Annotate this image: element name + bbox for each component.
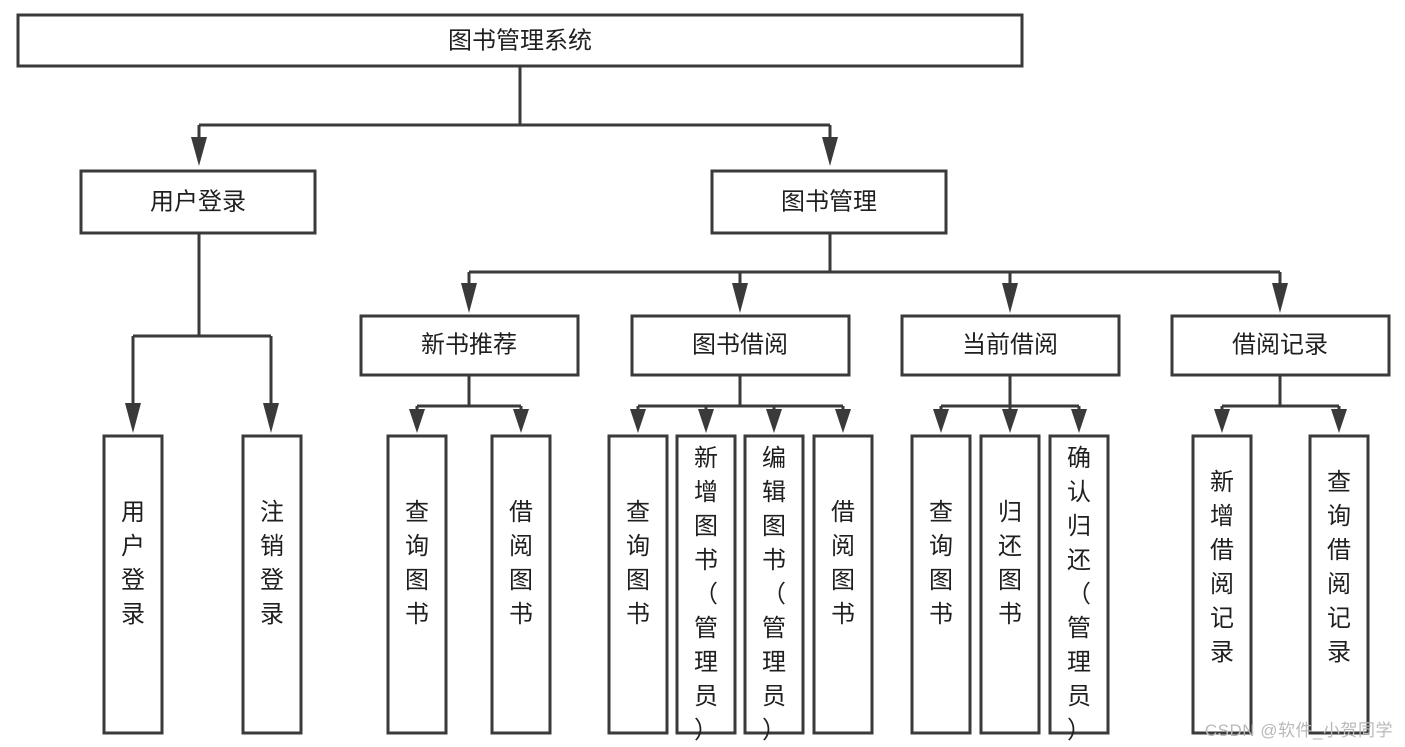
- node-new-book-recommend[interactable]: 新书推荐: [359, 314, 580, 377]
- leaf-box-borrow-record-query: [1308, 434, 1370, 735]
- leaf-label-borrow-record-query: 查询借阅记录: [1327, 469, 1351, 666]
- leaf-box-book-borrow-add: [675, 434, 737, 735]
- node-book-management-label: 图书管理: [781, 188, 877, 215]
- arrow-current-borrow-leaf-2: [1002, 409, 1018, 433]
- leaf-box-book-borrow-lend: [812, 434, 874, 735]
- leaf-node-current-borrow-return[interactable]: 归还图书: [979, 434, 1041, 735]
- node-user-login-box: [79, 169, 317, 235]
- leaf-node-new-book-query[interactable]: 查询图书: [386, 434, 448, 735]
- leaf-label-user-login-signin: 用户登录: [121, 499, 145, 628]
- arrow-book-borrow-leaf-2: [698, 409, 714, 433]
- arrow-book-borrow-leaf-1: [630, 409, 646, 433]
- arrow-to-current-borrow: [1002, 283, 1018, 313]
- leaf-label-new-book-borrow: 借阅图书: [509, 499, 533, 628]
- arrow-root-to-book-mgmt: [822, 137, 838, 166]
- node-new-book-recommend-box: [359, 314, 580, 377]
- node-borrow-record[interactable]: 借阅记录: [1170, 314, 1391, 377]
- leaf-box-current-borrow-confirm-return: [1048, 434, 1110, 735]
- node-user-login-label: 用户登录: [150, 188, 246, 215]
- arrow-to-book-borrow: [732, 283, 748, 313]
- leaf-node-user-login-signin[interactable]: 用户登录: [102, 434, 164, 735]
- node-root-box: [16, 13, 1024, 68]
- arrow-book-borrow-leaf-4: [835, 409, 851, 433]
- leaf-box-user-login-signin: [102, 434, 164, 735]
- arrow-new-book-leaf-1: [409, 409, 425, 433]
- leaf-box-current-borrow-query: [910, 434, 972, 735]
- leaf-label-borrow-record-add: 新增借阅记录: [1210, 469, 1234, 666]
- leaf-box-new-book-borrow: [490, 434, 552, 735]
- leaf-label-current-borrow-return: 归还图书: [998, 499, 1022, 628]
- node-book-management-box: [710, 169, 948, 235]
- leaf-label-book-borrow-add: 新增图书（管理员）: [694, 445, 718, 744]
- arrow-current-borrow-leaf-1: [933, 409, 949, 433]
- node-book-borrow-box: [630, 314, 851, 377]
- leaf-node-borrow-record-query[interactable]: 查询借阅记录: [1308, 434, 1370, 735]
- leaf-node-new-book-borrow[interactable]: 借阅图书: [490, 434, 552, 735]
- leaf-label-user-login-signout: 注销登录: [260, 499, 284, 628]
- arrow-borrow-record-leaf-2: [1331, 409, 1347, 433]
- arrow-borrow-record-leaf-1: [1214, 409, 1230, 433]
- node-new-book-recommend-label: 新书推荐: [421, 331, 517, 358]
- leaf-node-user-login-signout[interactable]: 注销登录: [241, 434, 303, 735]
- node-current-borrow[interactable]: 当前借阅: [900, 314, 1121, 377]
- leaf-label-book-borrow-query: 查询图书: [626, 499, 650, 628]
- arrow-user-login-leaf-2: [263, 403, 279, 433]
- node-current-borrow-box: [900, 314, 1121, 377]
- arrow-new-book-leaf-2: [513, 409, 529, 433]
- node-root-label: 图书管理系统: [448, 27, 592, 54]
- leaf-label-book-borrow-lend: 借阅图书: [831, 499, 855, 628]
- leaf-box-book-borrow-query: [607, 434, 669, 735]
- node-borrow-record-label: 借阅记录: [1232, 331, 1328, 358]
- edges-user-login-to-leaves: [125, 233, 279, 433]
- leaf-box-user-login-signout: [241, 434, 303, 735]
- leaf-node-book-borrow-edit[interactable]: 编辑图书（管理员）: [743, 434, 805, 744]
- csdn-watermark: CSDN @软件_小贺同学: [1204, 721, 1393, 740]
- leaf-box-current-borrow-return: [979, 434, 1041, 735]
- leaf-box-new-book-query: [386, 434, 448, 735]
- arrow-current-borrow-leaf-3: [1071, 409, 1087, 433]
- leaf-node-current-borrow-query[interactable]: 查询图书: [910, 434, 972, 735]
- edges-root-to-level2: [191, 66, 838, 166]
- arrow-to-borrow-record: [1272, 283, 1288, 313]
- edges-book-borrow-to-leaves: [630, 376, 851, 433]
- leaf-label-book-borrow-edit: 编辑图书（管理员）: [762, 445, 786, 744]
- node-borrow-record-box: [1170, 314, 1391, 377]
- edges-book-mgmt-to-level3: [461, 233, 1288, 313]
- leaf-label-current-borrow-confirm-return: 确认归还（管理员）: [1067, 445, 1091, 744]
- leaf-node-book-borrow-query[interactable]: 查询图书: [607, 434, 669, 735]
- node-user-login[interactable]: 用户登录: [79, 169, 317, 235]
- arrow-root-to-user-login: [191, 137, 207, 166]
- leaf-node-current-borrow-confirm-return[interactable]: 确认归还（管理员）: [1048, 434, 1110, 744]
- node-book-borrow[interactable]: 图书借阅: [630, 314, 851, 377]
- arrow-book-borrow-leaf-3: [766, 409, 782, 433]
- leaf-box-borrow-record-add: [1191, 434, 1253, 735]
- edges-borrow-record-to-leaves: [1214, 376, 1347, 433]
- leaf-label-new-book-query: 查询图书: [405, 499, 429, 628]
- node-root-book-management-system[interactable]: 图书管理系统: [16, 13, 1024, 68]
- arrow-user-login-leaf-1: [125, 403, 141, 433]
- leaf-node-book-borrow-add[interactable]: 新增图书（管理员）: [675, 434, 737, 744]
- node-book-borrow-label: 图书借阅: [692, 331, 788, 358]
- edges-new-book-to-leaves: [409, 376, 529, 433]
- arrow-to-new-book-recommend: [461, 283, 477, 313]
- leaf-node-book-borrow-lend[interactable]: 借阅图书: [812, 434, 874, 735]
- leaf-node-borrow-record-add[interactable]: 新增借阅记录: [1191, 434, 1253, 735]
- leaf-label-current-borrow-query: 查询图书: [929, 499, 953, 628]
- node-current-borrow-label: 当前借阅: [962, 331, 1058, 358]
- leaf-box-book-borrow-edit: [743, 434, 805, 735]
- edges-current-borrow-to-leaves: [933, 376, 1087, 433]
- node-book-management[interactable]: 图书管理: [710, 169, 948, 235]
